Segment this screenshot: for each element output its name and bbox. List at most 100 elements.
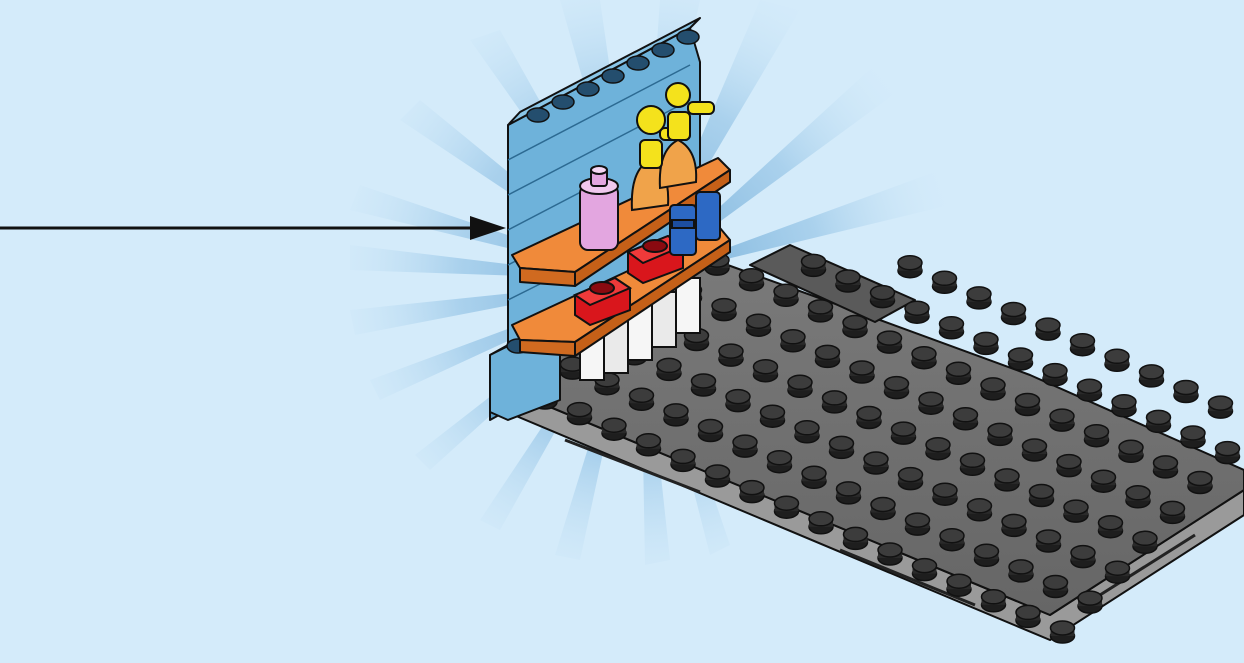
stud <box>1064 500 1088 522</box>
stud <box>975 544 999 566</box>
stud <box>885 377 909 399</box>
stud <box>892 422 916 444</box>
stud <box>843 316 867 338</box>
wall-stud <box>627 56 649 70</box>
stud <box>836 270 860 292</box>
stud <box>761 405 785 427</box>
stud <box>1009 560 1033 582</box>
stud <box>954 408 978 430</box>
stud <box>802 254 826 276</box>
stud <box>775 496 799 518</box>
stud <box>1043 364 1067 386</box>
stud <box>692 374 716 396</box>
stud <box>912 347 936 369</box>
stud <box>1119 440 1143 462</box>
stud <box>823 391 847 413</box>
wall-stud <box>552 95 574 109</box>
stud <box>1133 531 1157 553</box>
stud <box>995 469 1019 491</box>
stud <box>898 256 922 278</box>
stud <box>747 314 771 336</box>
stud <box>774 284 798 306</box>
stud <box>837 482 861 504</box>
wall-stud <box>577 82 599 96</box>
stud <box>781 330 805 352</box>
stud <box>637 434 661 456</box>
stud <box>1071 546 1095 568</box>
stud <box>733 435 757 457</box>
stud <box>878 331 902 353</box>
stud <box>1051 621 1075 643</box>
stud <box>816 345 840 367</box>
stud <box>740 481 764 503</box>
stud <box>802 466 826 488</box>
wall-stud <box>677 30 699 44</box>
stud <box>968 499 992 521</box>
stud <box>1216 442 1240 464</box>
wall-stud <box>652 43 674 57</box>
stud <box>1174 381 1198 403</box>
stud <box>913 559 937 581</box>
stud <box>940 317 964 339</box>
stud <box>926 438 950 460</box>
stud <box>905 301 929 323</box>
wall-stud <box>602 69 624 83</box>
stud <box>830 436 854 458</box>
stud <box>740 269 764 291</box>
stud <box>967 287 991 309</box>
stud <box>754 360 778 382</box>
stud <box>864 452 888 474</box>
stud <box>850 361 874 383</box>
stud <box>1002 303 1026 325</box>
stud <box>1147 410 1171 432</box>
stud <box>1057 455 1081 477</box>
stud <box>1016 394 1040 416</box>
stud <box>899 468 923 490</box>
stud <box>1078 379 1102 401</box>
stud <box>1112 395 1136 417</box>
stud <box>1181 426 1205 448</box>
stud <box>871 498 895 520</box>
stud <box>630 388 654 410</box>
stud <box>933 483 957 505</box>
stud <box>844 527 868 549</box>
stud <box>1050 409 1074 431</box>
stud <box>1209 396 1233 418</box>
stud <box>878 543 902 565</box>
stud <box>988 423 1012 445</box>
stud <box>940 529 964 551</box>
stud <box>933 271 957 293</box>
stud <box>671 449 695 471</box>
stud <box>657 358 681 380</box>
stud <box>1044 576 1068 598</box>
stud <box>1106 561 1130 583</box>
stud <box>706 465 730 487</box>
stud <box>1002 514 1026 536</box>
stud <box>795 421 819 443</box>
stud <box>1092 470 1116 492</box>
stud <box>1037 530 1061 552</box>
stud <box>1085 425 1109 447</box>
stud <box>981 378 1005 400</box>
stud <box>712 299 736 321</box>
stud <box>1023 439 1047 461</box>
stud <box>1036 318 1060 340</box>
stud <box>1126 486 1150 508</box>
stud <box>788 375 812 397</box>
stud <box>768 451 792 473</box>
stud <box>719 344 743 366</box>
stud <box>1078 591 1102 613</box>
stud <box>809 300 833 322</box>
stud <box>906 513 930 535</box>
stud <box>961 453 985 475</box>
stud <box>857 407 881 429</box>
stud <box>1105 349 1129 371</box>
stud <box>947 574 971 596</box>
stud <box>602 418 626 440</box>
stud <box>871 286 895 308</box>
stud <box>1154 456 1178 478</box>
stud <box>699 420 723 442</box>
stud <box>1188 472 1212 494</box>
stud <box>809 512 833 534</box>
